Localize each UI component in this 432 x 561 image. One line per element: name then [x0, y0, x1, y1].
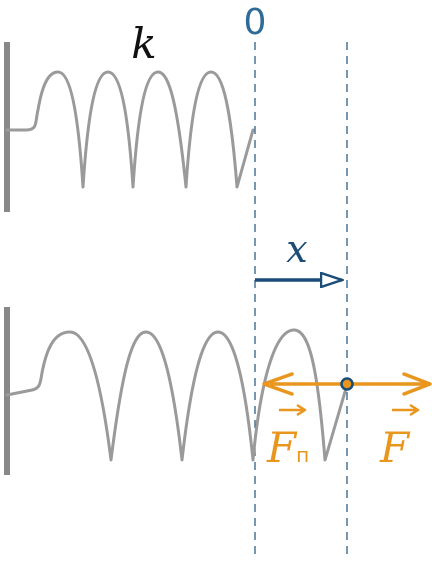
spring-constant-label: k	[131, 19, 156, 68]
restoring-force-arrowhead	[262, 372, 294, 396]
applied-force-symbol: F	[379, 423, 411, 472]
restoring-force-subscript: п	[296, 443, 309, 467]
restoring-force-symbol: F	[266, 423, 298, 472]
attachment-point	[340, 377, 354, 391]
spring-relaxed	[5, 70, 255, 189]
applied-force-arrowhead	[402, 372, 432, 396]
restoring-force-vector-tip	[296, 403, 307, 417]
restoring-force-label: Fп	[266, 403, 309, 472]
spring-stretched	[5, 328, 349, 462]
displacement-label: x	[286, 227, 307, 271]
origin-label: 0	[244, 2, 267, 43]
applied-force-label: F	[379, 403, 420, 472]
applied-force-vector-tip	[409, 403, 420, 417]
svg-text:Fп: Fп	[266, 423, 309, 472]
